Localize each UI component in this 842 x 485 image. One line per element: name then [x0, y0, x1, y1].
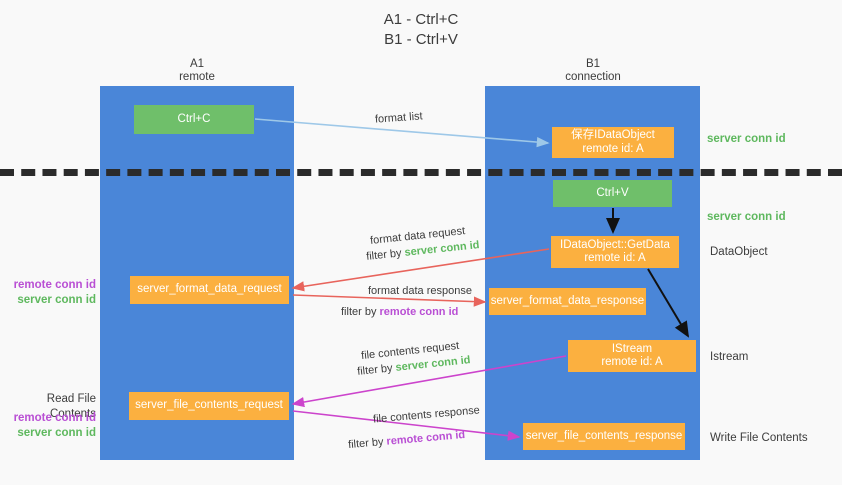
edge-label-format-list: format list: [374, 110, 424, 126]
label-server-conn-id-bottom: server conn id: [17, 427, 96, 439]
column-a1-name: A1: [189, 58, 205, 70]
label-server-conn-id-middle: server conn id: [17, 294, 96, 306]
node-idataobject-getdata-line1: IDataObject::GetData: [560, 238, 670, 251]
edge-label-file-contents-response: file contents response: [372, 404, 481, 426]
node-server-file-contents-request-label: server_file_contents_request: [135, 399, 283, 412]
label-remote-conn-id-middle: remote conn id: [13, 279, 96, 291]
node-save-idataobject[interactable]: 保存IDataObject remote id: A: [552, 127, 674, 158]
label-read-file-contents: Read File Contents: [46, 393, 96, 420]
edge-label-format-data-response-filter: filter by remote conn id: [341, 305, 458, 320]
edge-label-format-data-response-filter-prefix: filter by: [341, 306, 380, 318]
node-server-format-data-request-label: server_format_data_request: [137, 283, 282, 296]
column-b1-name: B1: [585, 58, 601, 70]
node-save-idataobject-line2: remote id: A: [582, 142, 644, 155]
label-remote-conn-id-bottom: remote conn id: [13, 412, 96, 424]
node-ctrl-v[interactable]: Ctrl+V: [553, 180, 672, 207]
title-line-1: A1 - Ctrl+C: [383, 11, 459, 28]
label-server-conn-id-top: server conn id: [707, 133, 786, 145]
node-idataobject-getdata[interactable]: IDataObject::GetData remote id: A: [551, 236, 679, 268]
edge-label-file-contents-request-filter-prefix: filter by: [356, 361, 397, 378]
node-server-format-data-response-label: server_format_data_response: [490, 294, 645, 307]
edge-label-file-contents-response-filter-value: remote conn id: [386, 428, 466, 448]
edge-label-file-contents-response-filter: filter by remote conn id: [348, 428, 466, 453]
title-line-2: B1 - Ctrl+V: [384, 31, 458, 48]
edge-label-format-data-response: format data response: [368, 285, 472, 297]
edge-label-file-contents-response-filter-prefix: filter by: [347, 435, 388, 452]
node-istream-line2: remote id: A: [601, 356, 663, 368]
node-istream[interactable]: IStream remote id: A: [568, 340, 696, 372]
node-server-file-contents-response-label: server_file_contents_response: [525, 429, 683, 442]
column-header-a1: A1 remote: [137, 58, 257, 84]
column-a1-sub: remote: [179, 71, 215, 83]
node-ctrl-v-line1: Ctrl+V: [596, 186, 629, 199]
node-server-format-data-response[interactable]: server_format_data_response: [489, 288, 646, 315]
node-server-file-contents-request[interactable]: server_file_contents_request: [129, 392, 289, 420]
label-dataobject: DataObject: [710, 246, 768, 258]
node-server-file-contents-response[interactable]: server_file_contents_response: [523, 423, 685, 450]
node-ctrl-c-line1: Ctrl+C: [177, 112, 211, 125]
node-istream-line1: IStream: [611, 342, 653, 355]
label-group-conn-ids-middle: remote conn id server conn id: [8, 278, 96, 308]
node-idataobject-getdata-line2: remote id: A: [584, 252, 646, 264]
label-istream: Istream: [710, 351, 749, 363]
page-title: A1 - Ctrl+C B1 - Ctrl+V: [0, 10, 842, 50]
node-save-idataobject-line1: 保存IDataObject: [571, 129, 655, 141]
column-header-b1: B1 connection: [533, 58, 653, 84]
node-ctrl-c[interactable]: Ctrl+C: [134, 105, 254, 134]
column-b1-sub: connection: [565, 71, 621, 83]
edge-label-format-data-response-filter-value: remote conn id: [379, 306, 459, 318]
section-divider: [0, 169, 842, 176]
edge-label-format-data-request-filter-prefix: filter by: [365, 246, 406, 263]
label-group-conn-ids-bottom: remote conn id server conn id: [8, 411, 96, 441]
label-write-file-contents: Write File Contents: [710, 432, 808, 444]
node-server-format-data-request[interactable]: server_format_data_request: [130, 276, 289, 304]
label-server-conn-id-mid: server conn id: [707, 211, 786, 223]
